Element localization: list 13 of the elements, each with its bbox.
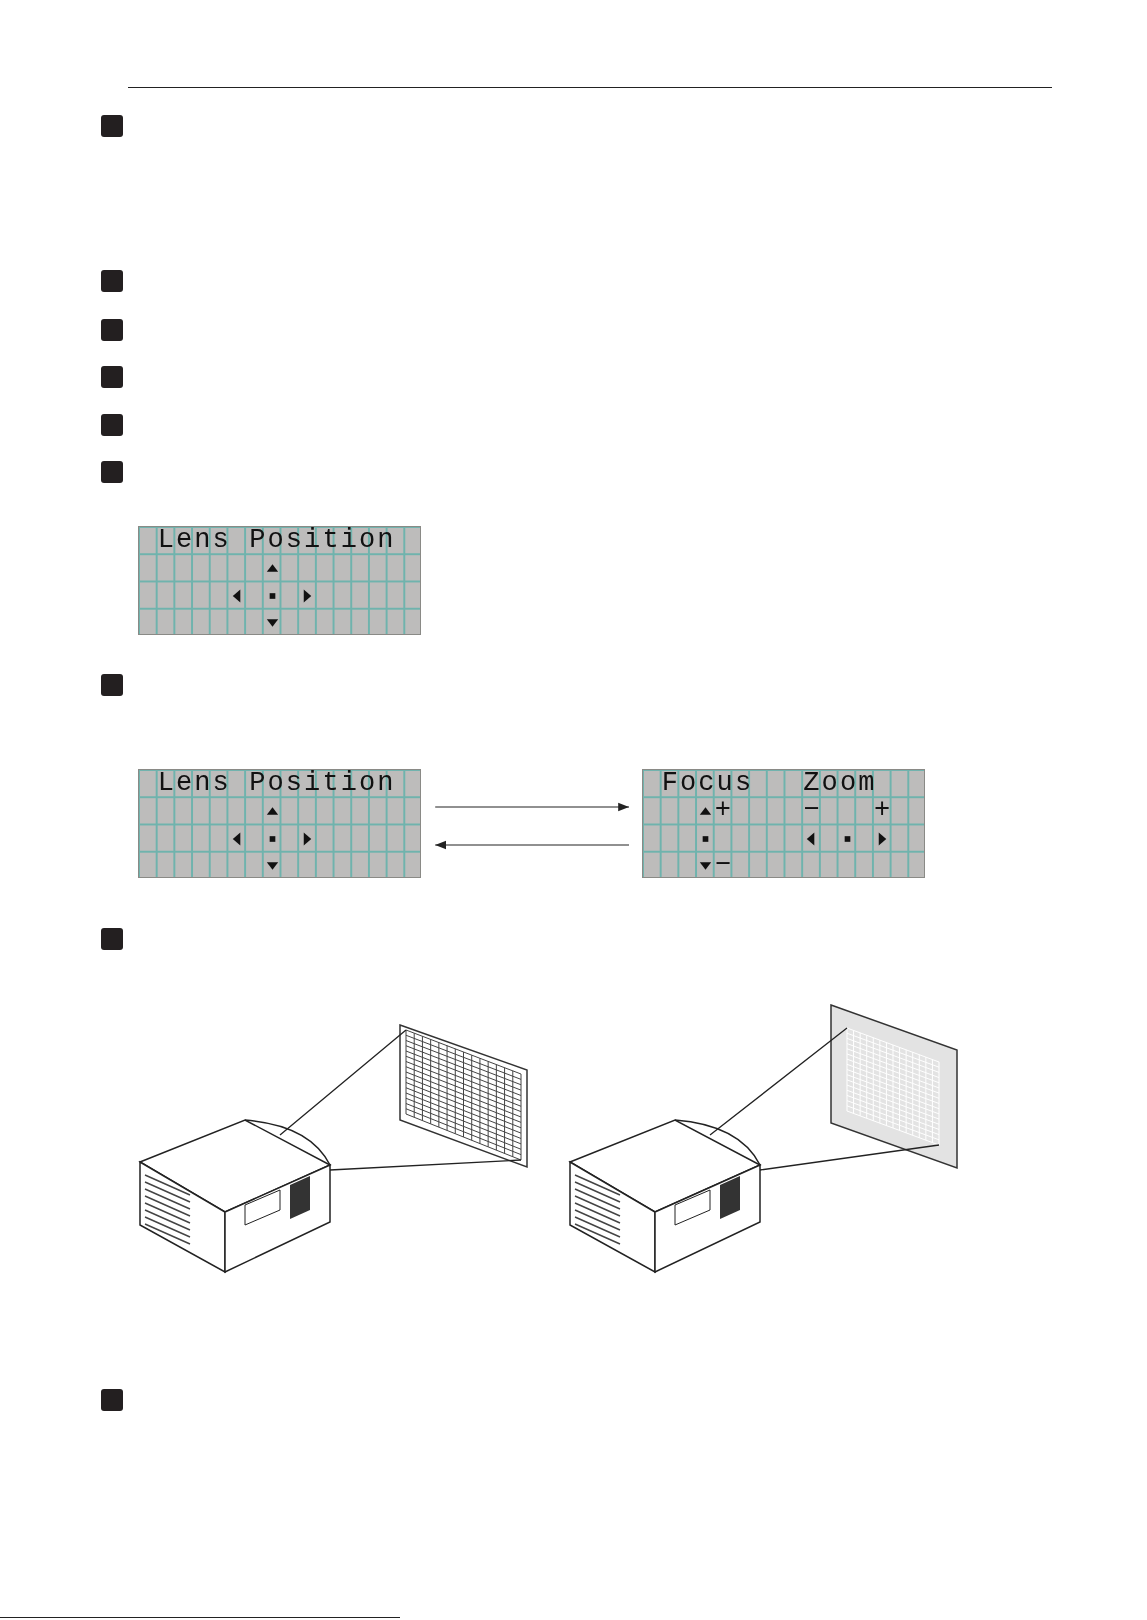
lcd-display bbox=[138, 769, 422, 878]
lcd-display bbox=[138, 526, 422, 635]
lcd-text: − bbox=[714, 851, 734, 879]
lcd-text: + bbox=[714, 797, 734, 825]
lcd-text: Focus bbox=[661, 770, 754, 797]
lcd-text: Lens Position bbox=[157, 527, 396, 554]
lcd-text: − bbox=[803, 797, 822, 825]
arrow bbox=[434, 802, 630, 812]
arrow bbox=[434, 840, 630, 850]
lcd-text: + bbox=[874, 797, 893, 825]
lcd-text: Zoom bbox=[803, 770, 877, 797]
lcd-text: Lens Position bbox=[157, 770, 396, 797]
lcd-display bbox=[642, 769, 926, 878]
